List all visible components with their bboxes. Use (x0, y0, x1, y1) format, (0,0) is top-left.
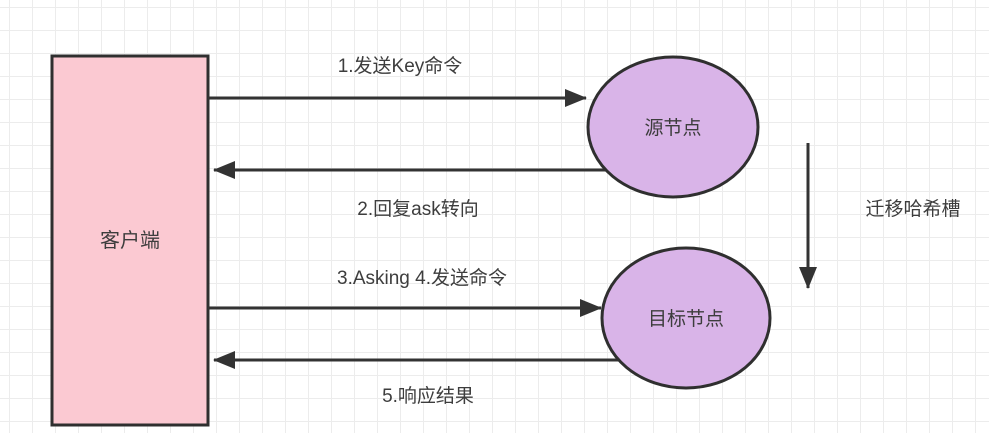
source-node (586, 55, 760, 199)
edge-label-ask-redirect: 2.回复ask转向 (357, 198, 478, 220)
target-node (600, 246, 772, 390)
client-node-label: 客户端 (100, 229, 160, 252)
edge-label-migrate-slot: 迁移哈希槽 (865, 198, 960, 220)
source-node-label: 源节点 (644, 117, 701, 139)
target-node-label: 目标节点 (648, 308, 724, 330)
edge-label-send-key: 1.发送Key命令 (338, 55, 463, 77)
client-node (50, 54, 210, 427)
edge-label-asking-send: 3.Asking 4.发送命令 (337, 267, 507, 289)
edge-label-response: 5.响应结果 (382, 385, 474, 407)
